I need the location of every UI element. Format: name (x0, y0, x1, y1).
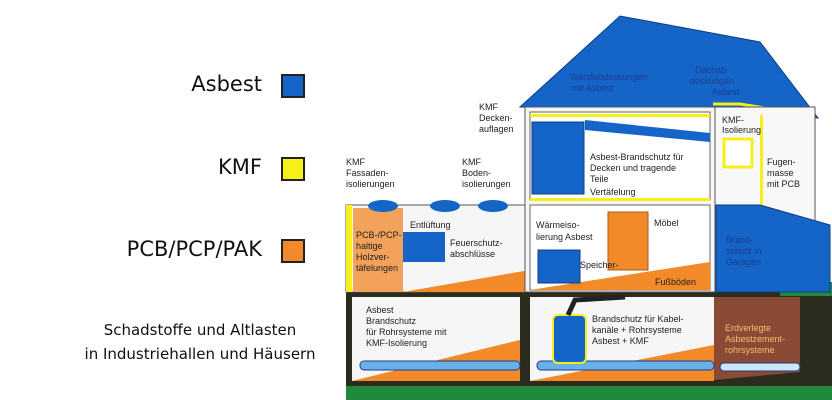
label-kmf-isolierung-1: KMF- (722, 115, 744, 125)
label-kmf-boden-1: KMF (462, 157, 482, 167)
label-feuerschutz-2: abschlüsse (450, 249, 495, 259)
boiler-pipe (565, 294, 626, 317)
pipe-left (359, 360, 521, 371)
label-fugenmasse-2: masse (767, 168, 794, 178)
label-kmf-fassaden-3: isolierungen (346, 179, 395, 189)
label-basement-mid-3: Asbest + KMF (592, 336, 649, 346)
label-asbest-brandschutz-2: Decken und tragende (590, 163, 676, 173)
label-roof-right-1: Dachab- (695, 65, 729, 75)
label-basement-right-2: Asbestzement- (725, 334, 785, 344)
label-kmf-decken-1: KMF (479, 102, 499, 112)
radiator (537, 249, 581, 284)
label-kmf-boden-3: isolierungen (462, 179, 511, 189)
label-pcb-holz-1: PCB-/PCP- (356, 230, 402, 240)
legend-swatch-kmf (281, 157, 305, 181)
label-asbest-brandschutz-3: Teile (590, 174, 609, 184)
label-fugenmasse-3: mit PCB (767, 179, 800, 189)
label-speicher: Speicher- (580, 260, 619, 270)
label-basement-right-1: Erdverlegte (725, 323, 771, 333)
basement-room-right (714, 297, 800, 380)
label-garage-1: Brand- (726, 235, 753, 245)
caption-line-1: Schadstoffe und Altlasten (103, 321, 297, 339)
label-pcb-holz-2: haltige (356, 241, 383, 251)
label-pcb-holz-3: Holzver- (356, 252, 390, 262)
label-fussboeden: Fußböden (655, 277, 696, 287)
label-entlueftung: Entlüftung (410, 220, 451, 230)
legend-label-asbest: Asbest (191, 72, 262, 96)
label-roof-main-2: mit Asbest (572, 83, 614, 93)
label-kmf-fassaden-1: KMF (346, 157, 366, 167)
legend-label-kmf: KMF (218, 155, 262, 179)
wardrobe (607, 211, 649, 271)
label-basement-mid-2: kanäle + Rohrsysteme (592, 325, 682, 335)
pipe-right (719, 362, 801, 372)
label-basement-left-4: KMF-Isolierung (366, 338, 427, 348)
ceiling-beam (585, 120, 710, 142)
label-roof-main-1: Wandabdeckungen (570, 72, 647, 82)
roof (518, 15, 820, 119)
garage (715, 204, 831, 293)
window (722, 137, 754, 169)
upper-kmf-strip (530, 114, 710, 117)
label-roof-right-3: Asbest (712, 87, 740, 97)
annex-wood-panels (353, 208, 403, 292)
vent-1 (368, 200, 398, 212)
label-roof-right-2: deckungen (690, 76, 734, 86)
label-vertaefelung: Vertäfelung (590, 187, 636, 197)
label-moebel: Möbel (654, 218, 679, 228)
label-basement-left-1: Asbest (366, 305, 394, 315)
fire-door (403, 232, 445, 262)
label-asbest-brandschutz-1: Asbest-Brandschutz für (590, 152, 684, 162)
label-fugenmasse-1: Fugen- (767, 157, 796, 167)
pcb-joint (760, 115, 763, 205)
annex-kmf-facade (346, 205, 352, 292)
label-garage-2: schutz in (726, 246, 762, 256)
label-feuerschutz-1: Feuerschutz- (450, 238, 503, 248)
caption-line-2: in Industriehallen und Häusern (84, 345, 316, 363)
vent-2 (430, 200, 460, 212)
label-basement-left-2: Brandschutz (366, 316, 417, 326)
label-pcb-holz-4: täfelungen (356, 263, 398, 273)
label-basement-left-3: für Rohrsysteme mit (366, 327, 447, 337)
label-garage-3: Garagen (726, 257, 761, 267)
label-kmf-decken-3: auflagen (479, 124, 514, 134)
label-kmf-fassaden-2: Fassaden- (346, 168, 389, 178)
label-basement-right-3: rohrsysteme (725, 345, 775, 355)
boiler-tank (552, 314, 587, 364)
legend-swatch-pcb (281, 239, 305, 263)
legend-label-pcb: PCB/PCP/PAK (126, 237, 262, 261)
legend-swatch-asbest (281, 74, 305, 98)
grass-strip (346, 386, 832, 400)
label-waermeiso-1: Wärmeiso- (536, 220, 580, 230)
label-kmf-isolierung-2: Isolierung (722, 125, 761, 135)
annex-floor (403, 270, 530, 292)
label-kmf-decken-2: Decken- (479, 113, 513, 123)
label-kmf-boden-2: Boden- (462, 168, 491, 178)
vent-3 (478, 200, 508, 212)
ceiling-grid (531, 121, 585, 195)
floor-kmf-strip (530, 198, 710, 201)
label-waermeiso-2: lierung Asbest (536, 232, 593, 242)
label-basement-mid-1: Brandschutz für Kabel- (592, 314, 684, 324)
